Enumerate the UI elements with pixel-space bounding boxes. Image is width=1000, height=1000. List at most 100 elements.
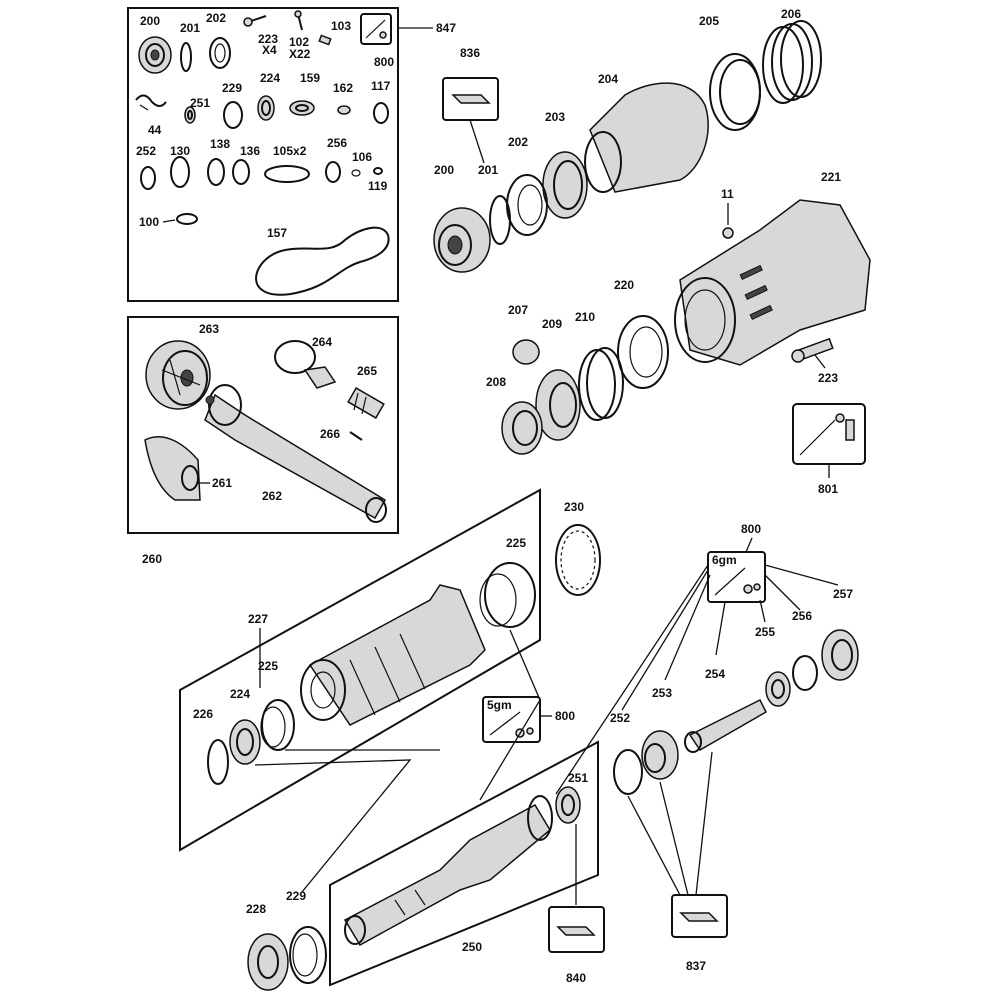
label-206: 206 (781, 7, 801, 21)
clip-box-836 (442, 77, 499, 121)
label-252-kit: 252 (136, 144, 156, 158)
part-138 (207, 158, 225, 186)
label-253: 253 (652, 686, 672, 700)
label-226: 226 (193, 707, 213, 721)
part-44-clip (135, 94, 167, 111)
label-837: 837 (686, 959, 706, 973)
part-159 (289, 100, 315, 116)
grease-tube-box-800-kit (360, 13, 392, 45)
part-256-main (792, 655, 818, 691)
clip-box-837 (671, 894, 728, 938)
part-157-gasket (255, 226, 390, 296)
part-229-kit (223, 101, 243, 129)
label-201-main: 201 (478, 163, 498, 177)
part-251-kit (184, 106, 196, 124)
label-103: 103 (331, 19, 351, 33)
label-261: 261 (212, 476, 232, 490)
part-105-oring (264, 165, 310, 183)
label-208: 208 (486, 375, 506, 389)
leader-800-to-253 (664, 574, 711, 681)
label-106: 106 (352, 150, 372, 164)
label-204: 204 (598, 72, 618, 86)
leader-224-to-229 (254, 759, 412, 893)
label-202-kit: 202 (206, 11, 226, 25)
part-11-screw (722, 227, 734, 239)
label-266: 266 (320, 427, 340, 441)
label-256-kit: 256 (327, 136, 347, 150)
label-800-kit: 800 (374, 55, 394, 69)
kit-box-847: 847 200 201 202 223 X4 102 X22 103 (127, 7, 456, 302)
label-223-kit: 223 (258, 32, 278, 46)
label-254: 254 (705, 667, 725, 681)
leader-800-to-257 (764, 564, 839, 586)
label-251-kit: 251 (190, 96, 210, 110)
leader-800-to-251 (555, 564, 709, 795)
label-263: 263 (199, 322, 219, 336)
part-220-washer (617, 315, 669, 389)
part-227-cylinder (300, 584, 486, 726)
label-119: 119 (368, 179, 388, 193)
label-210: 210 (575, 310, 595, 324)
label-203: 203 (545, 110, 565, 124)
part-205-ring (709, 53, 761, 131)
label-102-qty: X22 (289, 47, 311, 61)
label-255: 255 (755, 625, 775, 639)
part-208-ring (501, 401, 543, 455)
part-225-a (479, 562, 536, 628)
part-256-kit (325, 161, 341, 183)
part-200-kit (138, 36, 172, 74)
leader-252-to-837 (627, 795, 681, 896)
leader-254-to-837 (695, 751, 713, 896)
label-227: 227 (248, 612, 268, 626)
label-260: 260 (142, 552, 162, 566)
label-5gm: 5gm (487, 698, 512, 712)
label-230: 230 (564, 500, 584, 514)
part-226 (207, 739, 229, 785)
label-262: 262 (262, 489, 282, 503)
part-203-bearing (542, 151, 588, 219)
part-200-main (433, 207, 491, 273)
label-224-main: 224 (230, 687, 250, 701)
leader-100 (162, 219, 176, 223)
label-202-main: 202 (508, 135, 528, 149)
part-103 (318, 34, 332, 46)
part-252-kit (140, 166, 156, 190)
leader-800-to-255 (759, 599, 766, 623)
part-106 (351, 169, 361, 177)
label-200-kit: 200 (140, 14, 160, 28)
spindle-assembly-250: 250 (329, 740, 599, 987)
motor-assembly-227: 230 225 227 225 224 226 (179, 488, 601, 852)
part-136 (232, 159, 250, 185)
upper-right-assembly: 836 205 206 204 203 202 (433, 7, 871, 496)
label-800-main: 800 (741, 522, 761, 536)
part-225-b (260, 699, 295, 751)
part-265-bolt (347, 387, 385, 419)
label-264: 264 (312, 335, 332, 349)
part-230-bearing-cage (555, 524, 601, 596)
label-229-main: 229 (286, 889, 306, 903)
part-255-ring (765, 671, 791, 707)
label-229-kit: 229 (222, 81, 242, 95)
part-229-main (289, 926, 327, 984)
label-11: 11 (721, 187, 734, 201)
label-225-a: 225 (506, 536, 526, 550)
part-223-screw-kit (243, 15, 267, 27)
label-224-kit: 224 (260, 71, 280, 85)
grease-box-800-6gm: 6gm (707, 551, 766, 603)
label-228: 228 (246, 902, 266, 916)
part-223-screw-main (791, 337, 834, 363)
label-200-main: 200 (434, 163, 454, 177)
label-6gm: 6gm (712, 553, 737, 567)
label-44: 44 (148, 123, 162, 137)
label-100: 100 (139, 215, 159, 229)
label-162: 162 (333, 81, 353, 95)
leader-800-to-254 (715, 601, 726, 656)
kit-box-frame (127, 7, 399, 302)
part-209-clutch (535, 369, 581, 441)
label-207: 207 (508, 303, 528, 317)
handle-box-260: 263 264 265 266 262 (127, 316, 399, 566)
label-800-5gm: 800 (555, 709, 575, 723)
assembly-frame-250 (329, 740, 599, 987)
grease-box-801 (792, 403, 866, 465)
part-207-nut (512, 339, 540, 365)
